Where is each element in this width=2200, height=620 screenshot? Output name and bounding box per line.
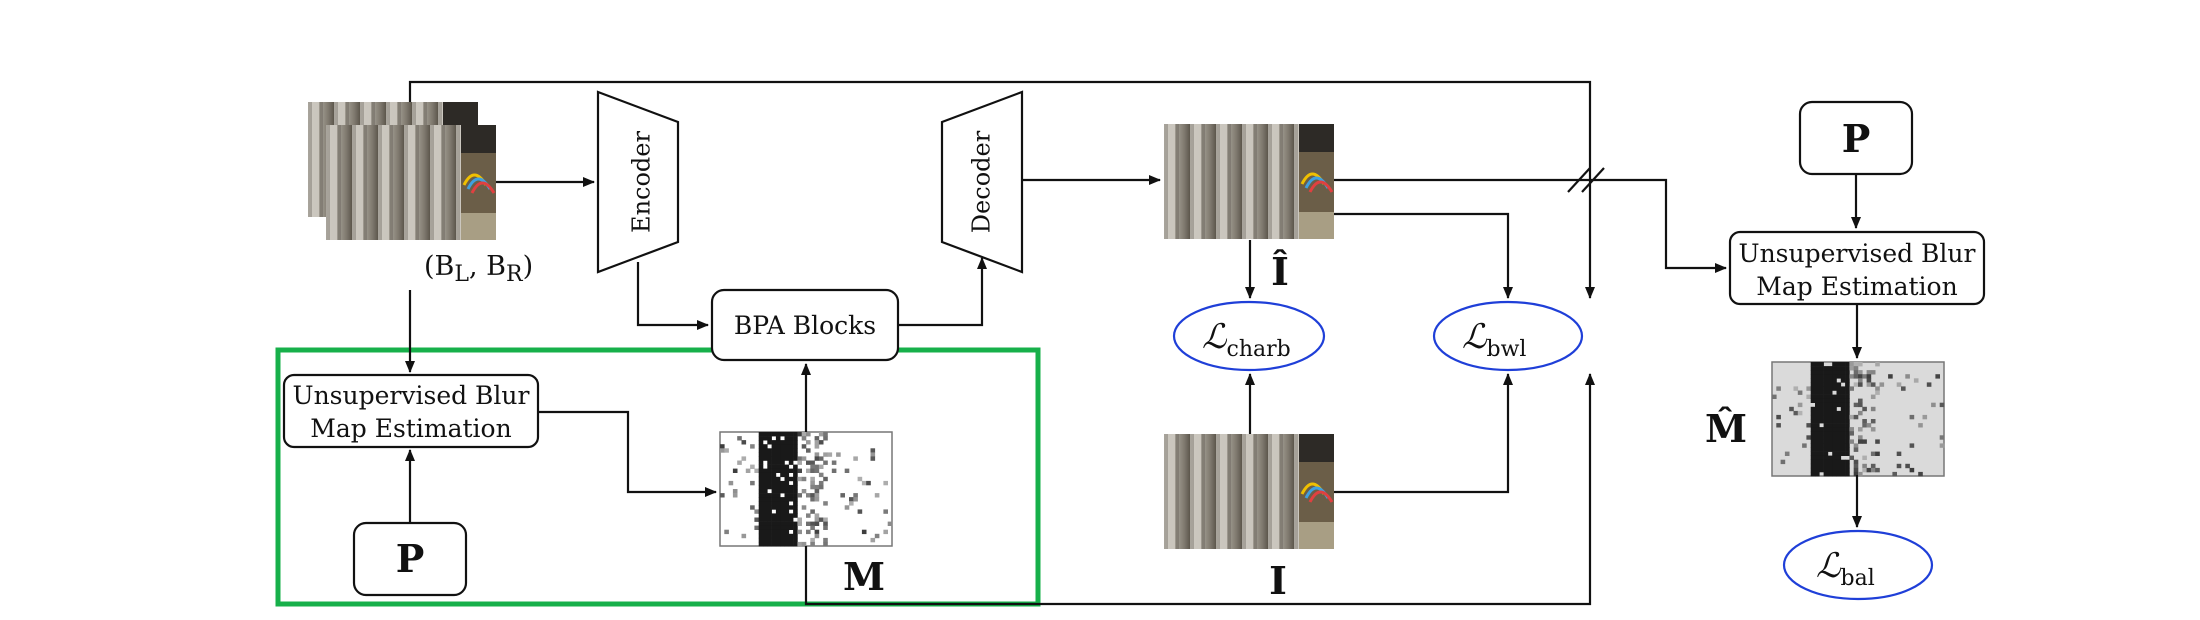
encoder-block — [596, 90, 680, 274]
ube-right-line1: Unsupervised Blur — [1739, 239, 1976, 268]
p-left-label: P — [396, 536, 425, 581]
loss-bal-label: ℒbal — [1816, 546, 1875, 591]
loss-bwl-ellipse — [1432, 300, 1584, 372]
ube-right-line2: Map Estimation — [1756, 272, 1957, 301]
highlight-frame — [275, 347, 1041, 607]
bpa-blocks-label: BPA Blocks — [734, 311, 876, 340]
blur-map-m — [719, 431, 893, 547]
i-hat-label: Î — [1271, 249, 1289, 294]
ube-left-line1: Unsupervised Blur — [293, 381, 530, 410]
loss-charb-ellipse — [1172, 300, 1326, 372]
input-stereo-images — [306, 100, 498, 242]
output-image — [1162, 122, 1336, 241]
loss-bwl-label: ℒbwl — [1462, 317, 1526, 362]
m-label: M — [843, 554, 885, 599]
connectors — [405, 80, 1862, 606]
decoder-label: Decoder — [968, 130, 996, 233]
p-right-label: P — [1842, 116, 1871, 161]
loss-charb-label: ℒcharb — [1202, 317, 1291, 362]
blur-map-m-hat — [1771, 361, 1945, 477]
m-hat-label: M̂ — [1705, 406, 1747, 451]
input-pair-label: (BL, BR) — [424, 251, 533, 287]
ube-left-line2: Map Estimation — [310, 414, 511, 443]
encoder-label: Encoder — [628, 131, 656, 233]
loss-bal-ellipse — [1782, 529, 1934, 601]
ground-truth-image — [1162, 432, 1336, 551]
i-label: I — [1269, 558, 1287, 603]
decoder-block — [940, 90, 1024, 274]
